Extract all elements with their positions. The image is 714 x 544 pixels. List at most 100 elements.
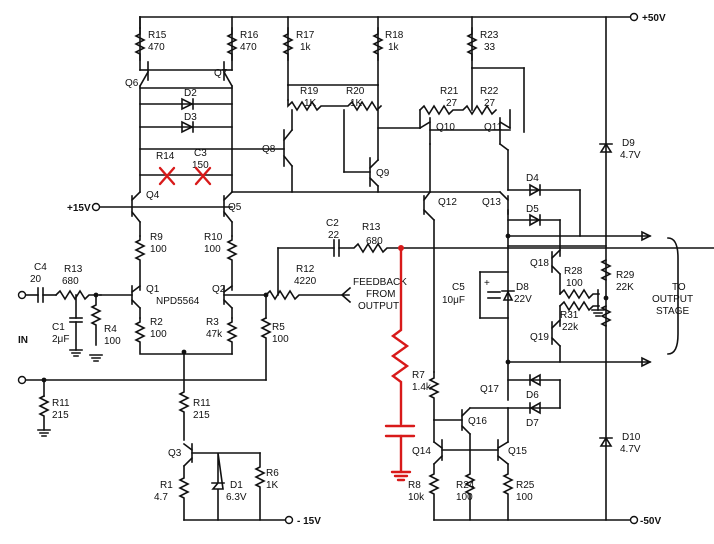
Q2-label: Q2 (212, 284, 226, 295)
Q5-label: Q5 (228, 202, 242, 213)
R20-value: 1K (350, 98, 363, 109)
R31-resistor (600, 258, 612, 282)
input-ground-terminal (17, 375, 27, 385)
R2-value: 680 (62, 276, 79, 287)
R9-resistor (134, 235, 146, 291)
R27-value: 100 (516, 492, 533, 503)
q18-q19-wires (550, 219, 605, 363)
feedback-label-2: FROM (366, 289, 395, 300)
R11-ref: R5 (272, 322, 285, 333)
R17-value: 1k (300, 42, 312, 53)
input-node (93, 292, 99, 298)
q4-q5-wires (130, 190, 234, 237)
r31-r29-node (603, 295, 609, 301)
R17-ref: R17 (296, 30, 315, 41)
R1-ground (37, 429, 51, 437)
neg15-terminal (284, 515, 294, 525)
neg50-terminal (629, 515, 639, 525)
R9-ref: R9 (150, 232, 163, 243)
R7-ref: R1 (160, 480, 173, 491)
Q7-label: Q7 (214, 68, 228, 79)
D8-value: 22V (514, 294, 532, 305)
R19-value: 1K (304, 98, 317, 109)
output-stage-wires (507, 230, 652, 368)
R31-value: 22K (616, 282, 634, 293)
Q1-label: Q1 (146, 284, 160, 295)
C2-ref: C1 (52, 322, 65, 333)
q8-q9-wires (231, 84, 431, 193)
q2-base-node (263, 292, 269, 298)
D3-diode (181, 120, 194, 134)
R24-value: 1.4k (412, 382, 432, 393)
R8-resistor (254, 452, 266, 521)
R13-ref: R13 (362, 222, 381, 233)
C2-value: 2μF (52, 334, 69, 345)
R7-value: 4.7 (154, 492, 168, 503)
R20-ref: R20 (346, 86, 365, 97)
R8-value: 1K (266, 480, 279, 491)
D10-zener (599, 436, 613, 447)
R18-value: 1k (388, 42, 400, 53)
D6-ref: D6 (526, 390, 539, 401)
D4-ref: D4 (526, 173, 539, 184)
C3-removed-mark (194, 166, 212, 186)
R2-ref: R13 (64, 264, 83, 275)
R18-ref: R18 (385, 30, 404, 41)
pos15-label: +15V (67, 203, 91, 214)
R16-resistor (226, 27, 238, 61)
D9-ref: D9 (622, 138, 635, 149)
D10-ref: D10 (622, 432, 641, 443)
R21-value: 27 (446, 98, 458, 109)
D1-value: 6.3V (226, 492, 247, 503)
Q14-label: Q14 (412, 446, 431, 457)
R17-resistor (282, 27, 294, 61)
R16-ref: R16 (240, 30, 259, 41)
R25-ref: R8 (408, 480, 421, 491)
R22-ref: R22 (480, 86, 499, 97)
q10-q11-wires (377, 67, 525, 193)
R15-ref: R15 (148, 30, 167, 41)
D4-diode (529, 183, 541, 197)
out-node-bottom (505, 359, 511, 365)
R11-value: 100 (272, 334, 289, 345)
R3-ground (89, 354, 103, 362)
Q12-label: Q12 (438, 197, 457, 208)
R6-resistor (178, 351, 190, 441)
R12-ref: R12 (296, 264, 315, 275)
to-output-label-3: STAGE (656, 306, 689, 317)
R4-resistor (134, 317, 233, 355)
rail-wires (99, 16, 631, 521)
R29-resistor (600, 304, 612, 328)
R26-value: 100 (456, 492, 473, 503)
C3-ref: C3 (194, 148, 207, 159)
q12-q13-wires (422, 190, 510, 401)
Q3-label: Q3 (168, 448, 182, 459)
R12-value: 4220 (294, 276, 317, 287)
R19-ref: R19 (300, 86, 319, 97)
R23-value: 33 (484, 42, 496, 53)
R14-ref: R14 (156, 151, 175, 162)
D10-value: 4.7V (620, 444, 641, 455)
R15-value: 470 (148, 42, 165, 53)
R31-ref: R29 (616, 270, 635, 281)
feedback-label-3: OUTPUT (358, 301, 399, 312)
Q13-label: Q13 (482, 197, 501, 208)
feedback-arrow (340, 286, 352, 304)
C2-ground (69, 349, 83, 357)
C4-ref: C2 (326, 218, 339, 229)
R1-value: 215 (52, 410, 69, 421)
pos50-label: +50V (642, 13, 666, 24)
feedback-network-wires (260, 239, 714, 381)
R25-value: 10k (408, 492, 425, 503)
Q11-label: Q11 (484, 122, 503, 133)
D1-ref: D1 (230, 480, 243, 491)
R14-removed-mark (158, 166, 176, 186)
R23-ref: R23 (480, 30, 499, 41)
d6-d7-wires (507, 373, 561, 415)
C4-value: 22 (328, 230, 340, 241)
R23-resistor (466, 27, 478, 61)
D9-value: 4.7V (620, 150, 641, 161)
c5-d8-wires (479, 271, 515, 319)
R15-resistor (134, 27, 146, 61)
